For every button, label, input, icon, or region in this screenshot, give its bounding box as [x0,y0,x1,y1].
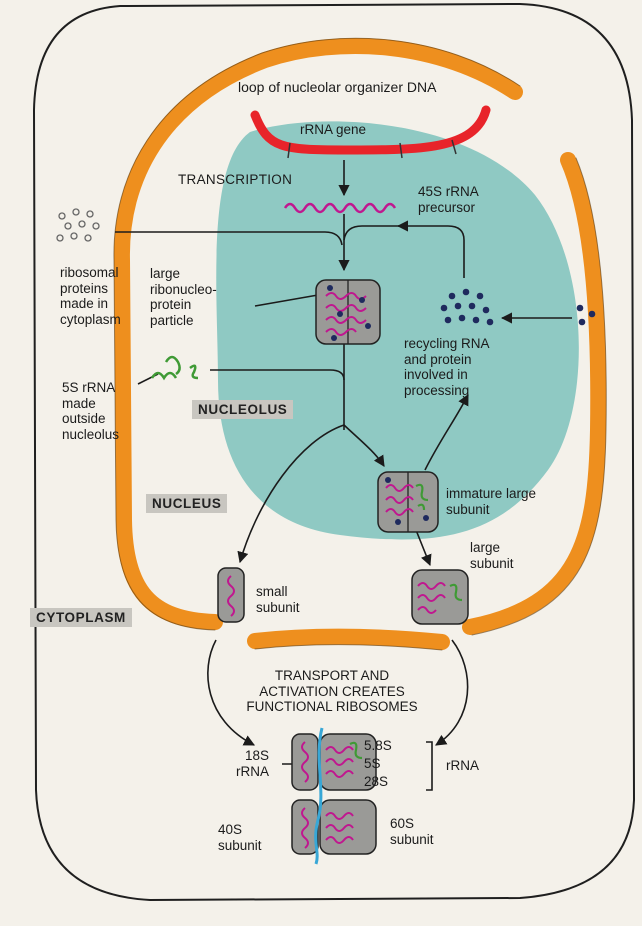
label-tr-line-3: FUNCTIONAL RIBOSOMES [212,699,452,715]
label-small-subunit: small subunit [256,584,300,615]
rrna-5s-squiggle [152,357,198,378]
label-45s-precursor: 45S rRNA precursor [418,184,479,215]
label-18s-line-2: rRNA [236,764,269,780]
label-45s-line-2: precursor [418,200,479,216]
label-ss-line-2: subunit [256,600,300,616]
label-lrnp-line-4: particle [150,313,217,329]
label-iml-line-1: immature large [446,486,536,502]
label-tr-line-2: ACTIVATION CREATES [212,684,452,700]
label-lrnp-line-2: ribonucleo- [150,282,217,298]
label-60s-subunit: 60S subunit [390,816,434,847]
label-ls-line-2: subunit [470,556,514,572]
label-rec-line-1: recycling RNA [404,336,490,352]
label-58s: 5.8S [364,738,392,754]
region-tag-nucleolus: NUCLEOLUS [192,400,293,419]
small-subunit [218,568,244,622]
label-ribosomal-proteins: ribosomal proteins made in cytoplasm [60,265,121,327]
label-transport: TRANSPORT AND ACTIVATION CREATES FUNCTIO… [212,668,452,715]
label-rec-line-3: involved in [404,367,490,383]
label-40s-line-1: 40S [218,822,262,838]
region-tag-nucleus: NUCLEUS [146,494,227,513]
label-rrna: rRNA [446,758,479,774]
large-subunit [412,570,468,624]
label-rec-line-2: and protein [404,352,490,368]
bracket-rrna [426,742,432,790]
label-40s-line-2: subunit [218,838,262,854]
ribosomal-protein-cluster [57,209,99,241]
label-5s-rrna-outside: 5S rRNA made outside nucleolus [62,380,119,442]
label-immature-large: immature large subunit [446,486,536,517]
label-5s-line-1: 5S rRNA [62,380,119,396]
label-rec-line-4: processing [404,383,490,399]
label-lrnp-line-1: large [150,266,217,282]
label-rp-line-2: proteins [60,281,121,297]
label-ss-line-1: small [256,584,300,600]
label-60s-line-2: subunit [390,832,434,848]
immature-large-subunit [378,472,438,532]
label-large-subunit: large subunit [470,540,514,571]
region-tag-cytoplasm: CYTOPLASM [30,608,132,627]
label-40s-subunit: 40S subunit [218,822,262,853]
label-5s-line-4: nucleolus [62,427,119,443]
label-28s: 28S [364,774,388,790]
label-5s-line-3: outside [62,411,119,427]
label-iml-line-2: subunit [446,502,536,518]
label-lrnp-line-3: protein [150,297,217,313]
label-recycling: recycling RNA and protein involved in pr… [404,336,490,398]
label-60s-line-1: 60S [390,816,434,832]
label-rp-line-1: ribosomal [60,265,121,281]
label-18s-line-1: 18S [236,748,269,764]
label-rp-line-4: cytoplasm [60,312,121,328]
functional-ribosome-bottom [292,800,376,854]
label-18s-rrna: 18S rRNA [236,748,269,779]
label-tr-line-1: TRANSPORT AND [212,668,452,684]
label-rrna-gene: rRNA gene [300,122,366,138]
label-loop-dna: loop of nucleolar organizer DNA [238,80,436,96]
label-transcription: TRANSCRIPTION [178,172,292,188]
label-5s-line-2: made [62,396,119,412]
label-5s: 5S [364,756,381,772]
large-rnp-particle [316,280,380,344]
label-rp-line-3: made in [60,296,121,312]
label-ls-line-1: large [470,540,514,556]
label-large-rnp: large ribonucleo- protein particle [150,266,217,328]
label-45s-line-1: 45S rRNA [418,184,479,200]
